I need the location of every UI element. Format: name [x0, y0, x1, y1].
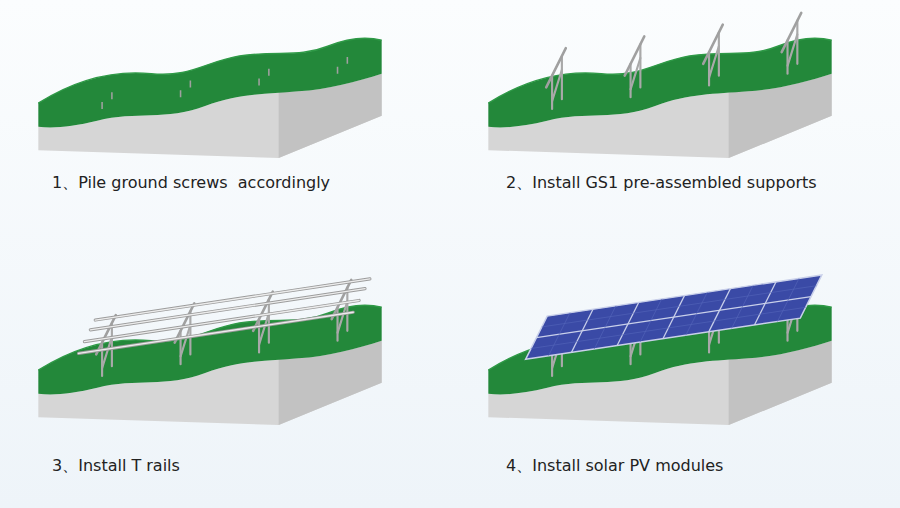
- pv-module-illustration: [480, 272, 840, 427]
- rail-illustration: [30, 272, 390, 427]
- ground-screw-illustration: [30, 5, 390, 160]
- step-caption: 1、Pile ground screws accordingly: [52, 173, 330, 193]
- step-caption: 3、Install T rails: [52, 456, 180, 476]
- step-caption: 4、Install solar PV modules: [506, 456, 723, 476]
- support-illustration: [480, 5, 840, 160]
- step-caption: 2、Install GS1 pre-assembled supports: [506, 173, 817, 193]
